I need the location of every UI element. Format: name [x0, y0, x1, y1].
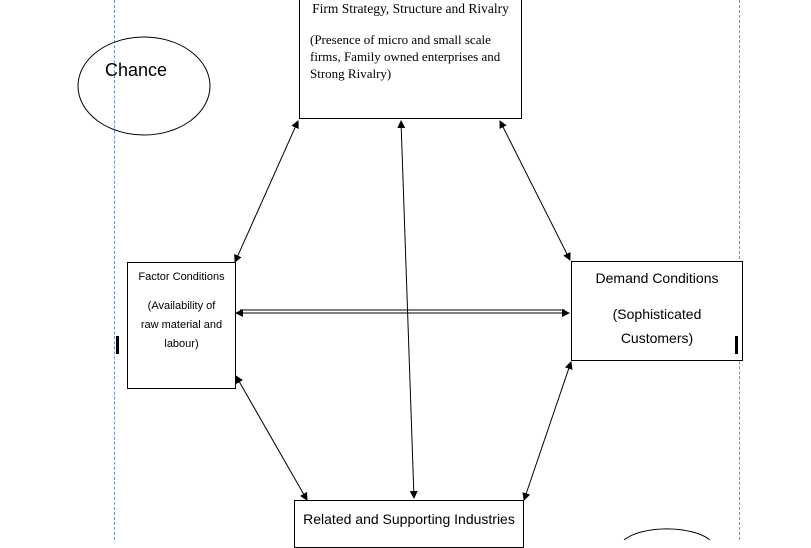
firm-strategy-detail-line: firms, Family owned enterprises and — [310, 49, 501, 64]
factor-conditions-detail-line: labour) — [164, 338, 199, 350]
left-edge-marker — [116, 336, 119, 354]
demand-conditions-title: Demand Conditions — [595, 270, 719, 286]
margin-guide-left — [114, 0, 115, 540]
arrow-demand-related — [522, 361, 573, 501]
chance-ellipse — [77, 36, 211, 136]
government-ellipse-partial — [623, 528, 711, 540]
right-edge-marker — [735, 336, 738, 354]
arrow-firm-factor — [234, 120, 299, 263]
factor-conditions-detail: (Availability of raw material and labour… — [128, 297, 235, 354]
firm-strategy-detail-line: Strong Rivalry) — [310, 66, 392, 81]
factor-conditions-detail-line: raw material and — [140, 319, 223, 331]
arrow-firm-demand — [499, 120, 571, 261]
demand-conditions-detail-line: Customers) — [620, 330, 694, 346]
factor-conditions-detail-line: (Availability of — [147, 300, 216, 312]
factor-conditions-box: Factor Conditions (Availability of raw m… — [127, 262, 236, 389]
demand-conditions-detail-line: (Sophisticated — [612, 306, 702, 322]
demand-conditions-box: Demand Conditions (Sophisticated Custome… — [571, 261, 743, 361]
firm-strategy-title: Firm Strategy, Structure and Rivalry — [312, 1, 509, 16]
related-supporting-box: Related and Supporting Industries — [294, 500, 524, 548]
chance-label: Chance — [105, 60, 168, 80]
factor-conditions-title: Factor Conditions — [138, 271, 225, 283]
arrow-factor-related — [235, 375, 308, 501]
demand-conditions-detail: (Sophisticated Customers) — [572, 302, 742, 350]
related-supporting-title: Related and Supporting Industries — [303, 511, 515, 527]
firm-strategy-detail: (Presence of micro and small scale firms… — [300, 31, 521, 82]
firm-strategy-box: Firm Strategy, Structure and Rivalry (Pr… — [299, 0, 522, 119]
firm-strategy-detail-line: (Presence of micro and small scale — [310, 32, 491, 47]
